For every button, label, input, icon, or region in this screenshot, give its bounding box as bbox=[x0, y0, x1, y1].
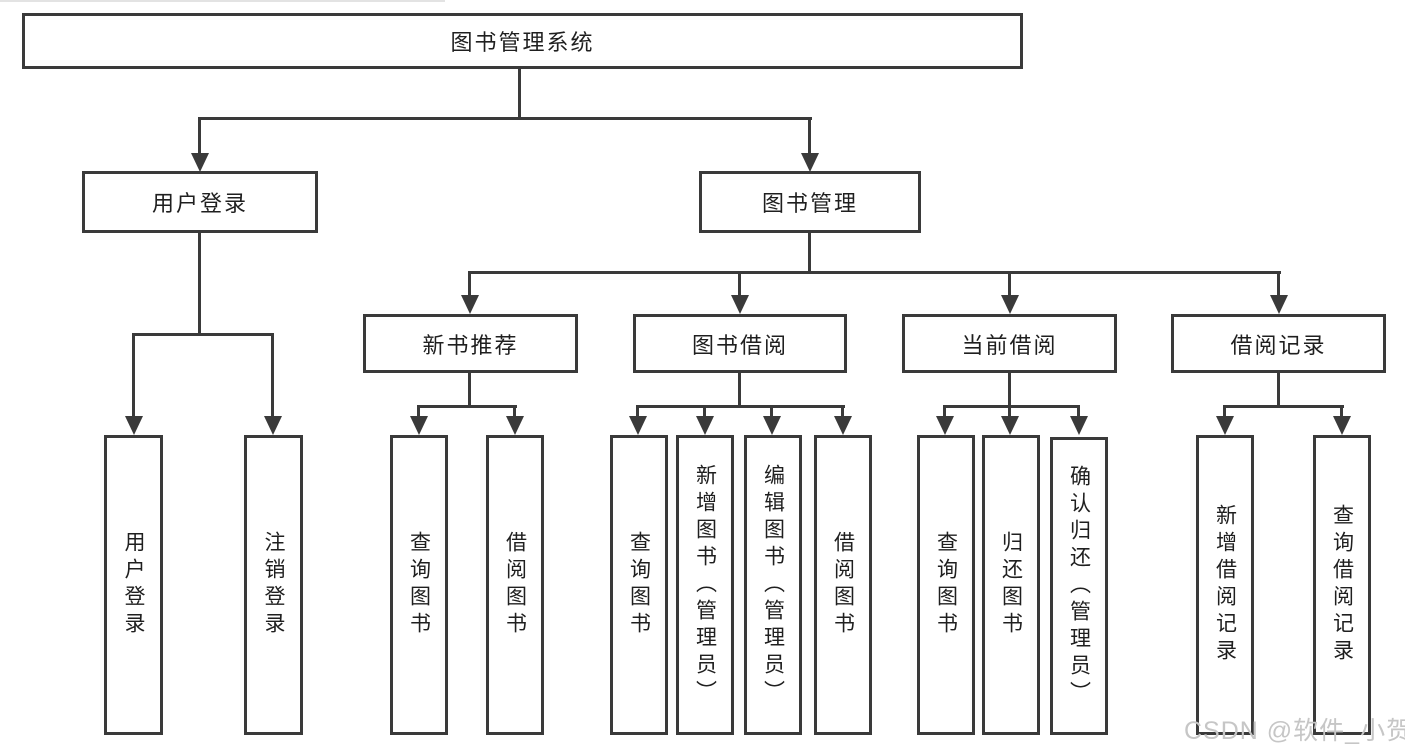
node-label: 图书管理系统 bbox=[450, 30, 595, 55]
leaf-cb-query-books: 查询图书 bbox=[917, 435, 975, 735]
arrowhead bbox=[1070, 416, 1088, 435]
connector-branch bbox=[841, 405, 844, 419]
arrowhead-book-management bbox=[801, 153, 819, 172]
connector-branch bbox=[417, 405, 420, 419]
arrowhead-book-borrow bbox=[731, 295, 749, 314]
node-current-borrow: 当前借阅 bbox=[902, 314, 1117, 373]
node-book-borrow: 图书借阅 bbox=[633, 314, 847, 373]
connector-branch bbox=[943, 405, 946, 419]
leaf-cb-confirm-return-admin: 确认归还（管理员） bbox=[1050, 437, 1108, 735]
leaf-label: 确认归还（管理员） bbox=[1067, 464, 1091, 708]
arrowhead bbox=[763, 416, 781, 435]
leaf-bb-edit-book-admin: 编辑图书（管理员） bbox=[744, 435, 802, 735]
arrowhead bbox=[1333, 416, 1351, 435]
arrowhead bbox=[410, 416, 428, 435]
arrowhead-leaf-user-login bbox=[125, 416, 143, 435]
arrowhead bbox=[936, 416, 954, 435]
arrowhead bbox=[696, 416, 714, 435]
leaf-user-login: 用户登录 bbox=[104, 435, 163, 735]
connector-book-management-stem bbox=[808, 232, 811, 274]
connector-branch bbox=[1077, 405, 1080, 419]
connector-branch bbox=[513, 405, 516, 419]
node-label: 图书借阅 bbox=[691, 332, 788, 358]
connector-borrow-records-split bbox=[1223, 405, 1344, 408]
leaf-bb-borrow-books: 借阅图书 bbox=[814, 435, 872, 735]
leaf-bb-query-books: 查询图书 bbox=[610, 435, 668, 735]
connector-book-borrow-stem bbox=[738, 372, 741, 408]
connector-branch bbox=[1008, 405, 1011, 419]
leaf-label: 新增借阅记录 bbox=[1213, 504, 1237, 666]
connector-new-book-split bbox=[417, 405, 517, 408]
leaf-nbr-query-books: 查询图书 bbox=[390, 435, 448, 735]
leaf-cb-return-books: 归还图书 bbox=[982, 435, 1040, 735]
node-label: 新书推荐 bbox=[422, 332, 519, 358]
connector-borrow-records-stem bbox=[1277, 372, 1280, 408]
leaf-label: 查询图书 bbox=[407, 531, 431, 639]
node-label: 用户登录 bbox=[151, 191, 248, 216]
leaf-label: 查询借阅记录 bbox=[1330, 504, 1354, 666]
arrowhead bbox=[629, 416, 647, 435]
connector-branch-new-book bbox=[468, 271, 471, 298]
arrowhead-borrow-records bbox=[1270, 295, 1288, 314]
arrowhead-new-book bbox=[461, 295, 479, 314]
leaf-logout: 注销登录 bbox=[244, 435, 303, 735]
leaf-label: 借阅图书 bbox=[831, 531, 855, 639]
connector-book-management-split bbox=[468, 271, 1281, 274]
connector-user-login-stem bbox=[198, 232, 201, 336]
node-borrow-records: 借阅记录 bbox=[1171, 314, 1386, 373]
csdn-watermark: CSDN @软件_小贺同学 bbox=[1184, 717, 1405, 745]
leaf-label: 归还图书 bbox=[999, 531, 1023, 639]
arrowhead-leaf-logout bbox=[264, 416, 282, 435]
node-label: 当前借阅 bbox=[961, 332, 1058, 358]
connector-book-borrow-split bbox=[636, 405, 845, 408]
arrowhead bbox=[1001, 416, 1019, 435]
node-book-management: 图书管理 bbox=[699, 171, 921, 233]
node-user-login: 用户登录 bbox=[82, 171, 318, 233]
leaf-br-query-record: 查询借阅记录 bbox=[1313, 435, 1371, 735]
leaf-bb-add-book-admin: 新增图书（管理员） bbox=[676, 435, 734, 735]
leaf-label: 查询图书 bbox=[934, 531, 958, 639]
connector-branch bbox=[770, 405, 773, 419]
connector-root-stem bbox=[518, 67, 521, 119]
connector-branch-borrow-records bbox=[1277, 271, 1280, 298]
connector-new-book-stem bbox=[468, 372, 471, 408]
connector-branch bbox=[1340, 405, 1343, 419]
arrowhead-current-borrow bbox=[1001, 295, 1019, 314]
leaf-nbr-borrow-books: 借阅图书 bbox=[486, 435, 544, 735]
connector-branch bbox=[636, 405, 639, 419]
node-label: 图书管理 bbox=[761, 191, 858, 216]
node-new-book-recommend: 新书推荐 bbox=[363, 314, 578, 373]
connector-branch-current-borrow bbox=[1008, 271, 1011, 298]
leaf-label: 借阅图书 bbox=[503, 531, 527, 639]
arrowhead bbox=[1216, 416, 1234, 435]
arrowhead bbox=[834, 416, 852, 435]
connector-current-borrow-split bbox=[943, 405, 1080, 408]
leaf-label: 新增图书（管理员） bbox=[693, 463, 717, 707]
leaf-label: 编辑图书（管理员） bbox=[761, 463, 785, 707]
connector-current-borrow-stem bbox=[1008, 372, 1011, 408]
connector-branch-user-login bbox=[198, 117, 201, 157]
node-library-management-system: 图书管理系统 bbox=[22, 13, 1023, 69]
connector-user-login-split bbox=[132, 333, 274, 336]
connector-branch-book-management bbox=[808, 117, 811, 157]
arrowhead bbox=[506, 416, 524, 435]
node-label: 借阅记录 bbox=[1230, 332, 1327, 358]
leaf-label: 用户登录 bbox=[122, 531, 145, 639]
page-top-border bbox=[0, 0, 445, 2]
connector-root-split bbox=[198, 117, 812, 120]
leaf-label: 查询图书 bbox=[627, 531, 651, 639]
connector-branch-leaf-user-login bbox=[132, 333, 135, 419]
leaf-label: 注销登录 bbox=[262, 531, 285, 639]
connector-branch bbox=[1223, 405, 1226, 419]
arrowhead-user-login bbox=[191, 153, 209, 172]
leaf-br-add-record: 新增借阅记录 bbox=[1196, 435, 1254, 735]
connector-branch-leaf-logout bbox=[271, 333, 274, 419]
connector-branch-book-borrow bbox=[738, 271, 741, 298]
connector-branch bbox=[703, 405, 706, 419]
